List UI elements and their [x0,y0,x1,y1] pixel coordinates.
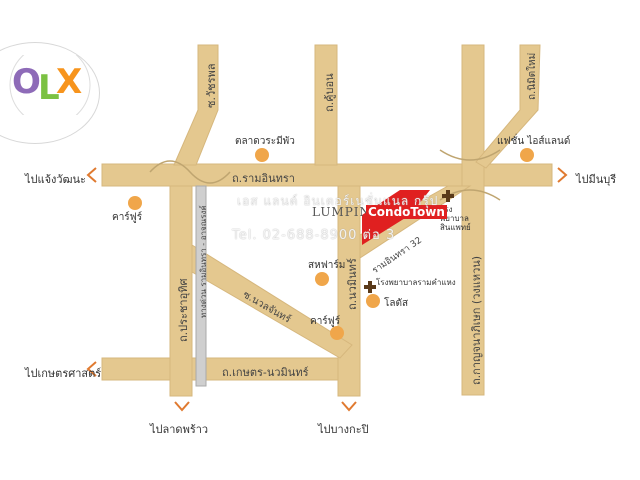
watermark-line2: Tel. 02-688-8900 ต่อ 3 [232,228,396,243]
poi-sahafarm-label: สหฟาร์ม [308,260,346,271]
poi-fashion-island-dot [520,148,534,162]
road-nawamin-label: ถ.นวมินทร์ [346,258,359,310]
direction-left-top: ไปแจ้งวัฒนะ [25,173,86,186]
road-ku-bon-label: ถ.คู้บอน [323,73,336,112]
olx-logo-letter-x: X [56,62,83,102]
poi-lotus-label: โลตัส [384,298,409,309]
arrow-left-bottom [86,361,97,377]
olx-logo-letter-l: L [38,68,60,108]
expressway [195,185,207,387]
direction-right-top: ไปมีนบุรี [576,173,617,186]
expressway-label: ทางด่วน รามอินทรา - อาจณรงค์ [199,205,208,318]
poi-talad-label: ตลาดวระมีพัว [235,136,295,147]
road-nuan-chan [191,244,353,359]
poi-lotus-dot [366,294,380,308]
arrow-bottom-right [341,401,357,412]
watermark-line1: เอส แลนด์ อินเตอร์เนชั่นแนล กรุ๊ป [237,194,439,208]
project-name: CondoTown [366,205,447,219]
road-pracha-uthit-label: ถ.ประชาอุทิศ [177,278,190,342]
direction-left-bottom: ไปเกษตรศาสตร์ [25,367,102,380]
road-ram-inthra-label: ถ.รามอินทรา [232,172,295,185]
road-right-top [475,44,541,169]
direction-bottom-right: ไปบางกะปิ [318,423,369,436]
road-outer-ring-label: ถ.กาญจนาภิเษก (วงแหวน) [470,255,483,385]
poi-carrefour-mid-label: คาร์ฟูร์ [310,316,341,327]
road-ku-bon [314,44,338,166]
road-right-top-label: ถ.นิมิตใหม่ [527,52,538,100]
poi-fashion-island-label: แฟชั่น ไอส์แลนด์ [497,136,571,147]
road-outer-ring [461,44,485,396]
direction-bottom-left: ไปลาดพร้าว [150,423,209,436]
poi-carrefour-left-dot [128,196,142,210]
poi-talad-dot [255,148,269,162]
poi-sahafarm-dot [315,272,329,286]
poi-carrefour-mid-dot [330,326,344,340]
olx-logo-letter-o: O [12,62,41,102]
road-wachiraphon-label: ซ.วัชรพล [205,63,218,108]
poi-carrefour-left-label: คาร์ฟูร์ [112,212,143,223]
poi-hospital-mid-label: โรงพยาบาลรามคำแหง [376,278,456,287]
arrow-left-top [86,167,97,183]
arrow-right-top [557,167,568,183]
interchange-left [149,160,231,184]
road-kaset-nawamin-label: ถ.เกษตร-นวมินทร์ [222,366,309,379]
project-brand: LUMPINI [312,205,377,219]
arrow-bottom-left [174,401,190,412]
road-pracha-uthit [169,185,193,397]
road-wachiraphon [173,44,219,166]
